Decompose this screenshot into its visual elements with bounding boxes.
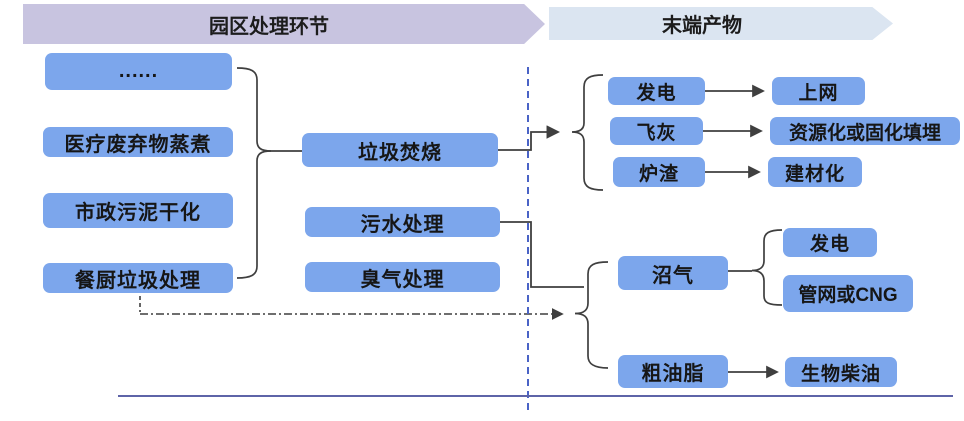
incineration-output-line: [498, 125, 561, 151]
node-fly-ash: 飞灰: [610, 117, 703, 145]
node-odor-treatment: 臭气处理: [305, 262, 500, 292]
node-pipeline-or-cng: 管网或CNG: [783, 275, 913, 312]
node-grid-connection: 上网: [772, 77, 865, 105]
node-biodiesel: 生物柴油: [785, 357, 897, 387]
node-crude-oil: 粗油脂: [618, 355, 728, 388]
sewage-output-line: [500, 221, 584, 288]
node-sewage-treatment: 污水处理: [305, 207, 500, 237]
node-slag: 炉渣: [613, 157, 705, 187]
node-kitchen-waste: 餐厨垃圾处理: [43, 263, 233, 293]
node-other-inputs: ......: [45, 53, 232, 90]
node-medical-waste: 医疗废弃物蒸煮: [43, 127, 233, 157]
brace-incineration-products: [571, 74, 604, 191]
brace-kitchen-products: [574, 261, 609, 369]
brace-inputs-to-incineration: [236, 67, 272, 279]
node-power-generation: 发电: [608, 77, 705, 105]
node-building-material: 建材化: [768, 157, 862, 187]
node-resource-or-landfill: 资源化或固化填埋: [770, 117, 960, 145]
node-biogas: 沼气: [618, 256, 728, 290]
header-park-stage-label: 园区处理环节: [209, 15, 329, 38]
header-end-products-arrow: 末端产物: [549, 7, 893, 40]
header-park-stage-arrow: 园区处理环节: [23, 4, 545, 44]
node-incineration: 垃圾焚烧: [302, 133, 498, 167]
node-biogas-power: 发电: [783, 228, 877, 257]
brace-biogas-destinations: [751, 229, 783, 306]
header-end-products-label: 末端产物: [662, 15, 742, 37]
node-municipal-sludge: 市政污泥干化: [43, 193, 233, 228]
